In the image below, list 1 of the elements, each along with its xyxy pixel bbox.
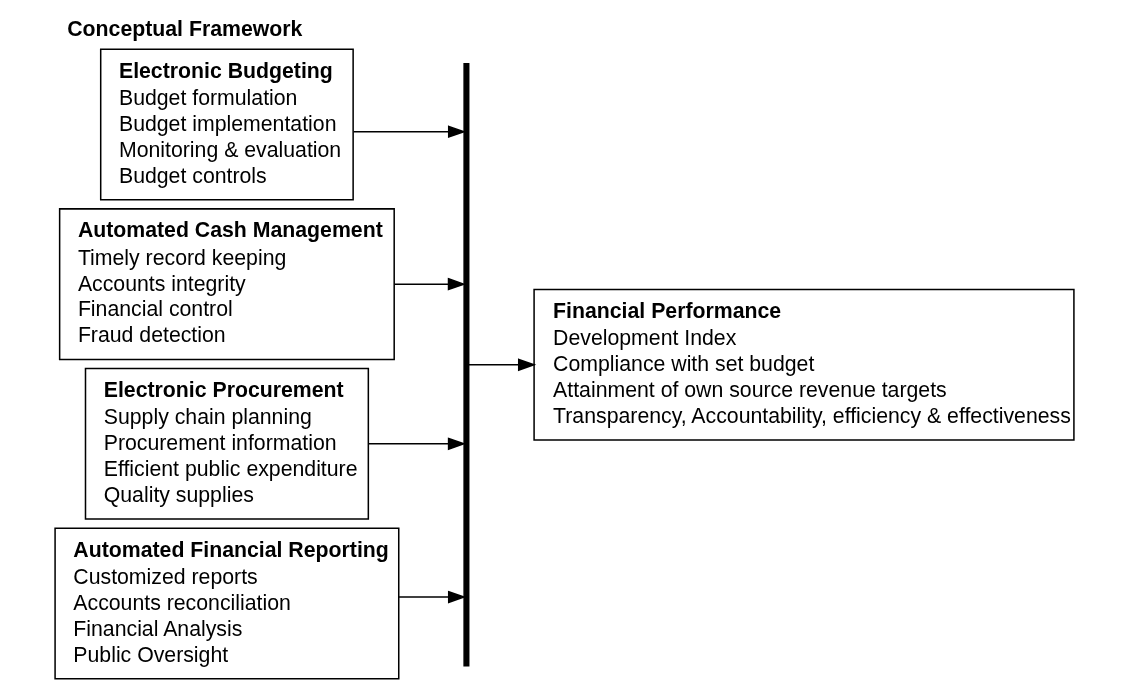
diagram-title: Conceptual Framework <box>66 16 302 41</box>
